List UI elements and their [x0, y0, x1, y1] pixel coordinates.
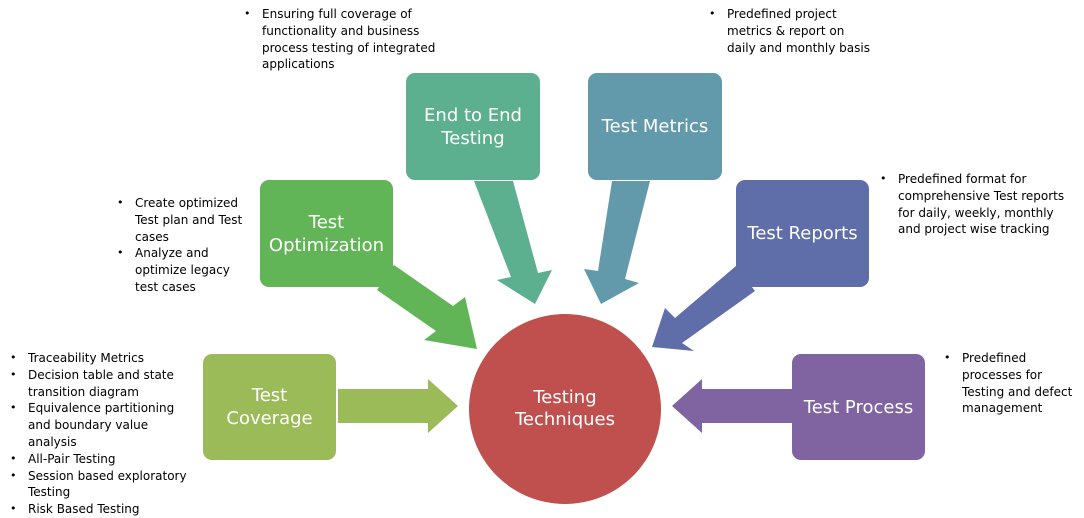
note-item: All-Pair Testing: [9, 451, 199, 468]
note-item: Decision table and state transition diag…: [9, 367, 199, 401]
node-test-process-label: Test Process: [803, 396, 914, 418]
node-test-optimization-line1: Test: [308, 211, 345, 233]
notes-end-to-end: Ensuring full coverage of functionality …: [243, 6, 443, 73]
node-test-metrics-label: Test Metrics: [601, 116, 709, 137]
center-node-testing-techniques: Testing Techniques: [469, 314, 661, 504]
arrow-optimization: [377, 265, 477, 349]
note-item: Analyze and optimize legacy test cases: [116, 245, 254, 295]
node-end-to-end-testing: End to End Testing: [406, 73, 540, 180]
arrow-process: [672, 379, 792, 433]
node-test-reports: Test Reports: [736, 180, 869, 287]
node-test-coverage-label: Test Coverage: [226, 385, 313, 429]
center-label-line2: Techniques: [514, 409, 615, 430]
node-test-reports-label: Test Reports: [747, 223, 858, 244]
note-item: Equivalence partitioning and boundary va…: [9, 400, 199, 450]
node-end-to-end-line1: End to End: [424, 104, 522, 126]
note-item: Risk Based Testing: [9, 501, 199, 518]
node-test-process: Test Process: [792, 354, 925, 460]
arrow-reports: [652, 266, 755, 351]
note-item: Create optimized Test plan and Test case…: [116, 195, 254, 245]
note-item: Traceability Metrics: [9, 350, 199, 367]
notes-optimization: Create optimized Test plan and Test case…: [116, 195, 254, 296]
notes-metrics: Predefined project metrics & report on d…: [708, 6, 876, 56]
arrow-end-to-end: [474, 181, 552, 304]
notes-reports: Predefined format for comprehensive Test…: [879, 171, 1079, 238]
note-item: Ensuring full coverage of functionality …: [243, 6, 443, 73]
note-item: Predefined processes for Testing and def…: [943, 350, 1077, 417]
note-item: Predefined format for comprehensive Test…: [879, 171, 1079, 238]
note-item: Predefined project metrics & report on d…: [708, 6, 876, 56]
node-test-metrics: Test Metrics: [588, 73, 722, 180]
node-test-optimization-line2: Optimization: [268, 234, 385, 256]
arrow-coverage: [338, 379, 458, 433]
arrow-metrics: [584, 181, 650, 304]
notes-coverage: Traceability Metrics Decision table and …: [9, 350, 199, 518]
note-item: Session based exploratory Testing: [9, 468, 199, 502]
notes-process: Predefined processes for Testing and def…: [943, 350, 1077, 417]
node-test-optimization: Test Optimization: [260, 180, 393, 287]
node-test-coverage: Test Coverage: [203, 354, 336, 460]
node-end-to-end-line2: Testing: [441, 127, 505, 149]
center-label-line1: Testing: [533, 387, 597, 408]
